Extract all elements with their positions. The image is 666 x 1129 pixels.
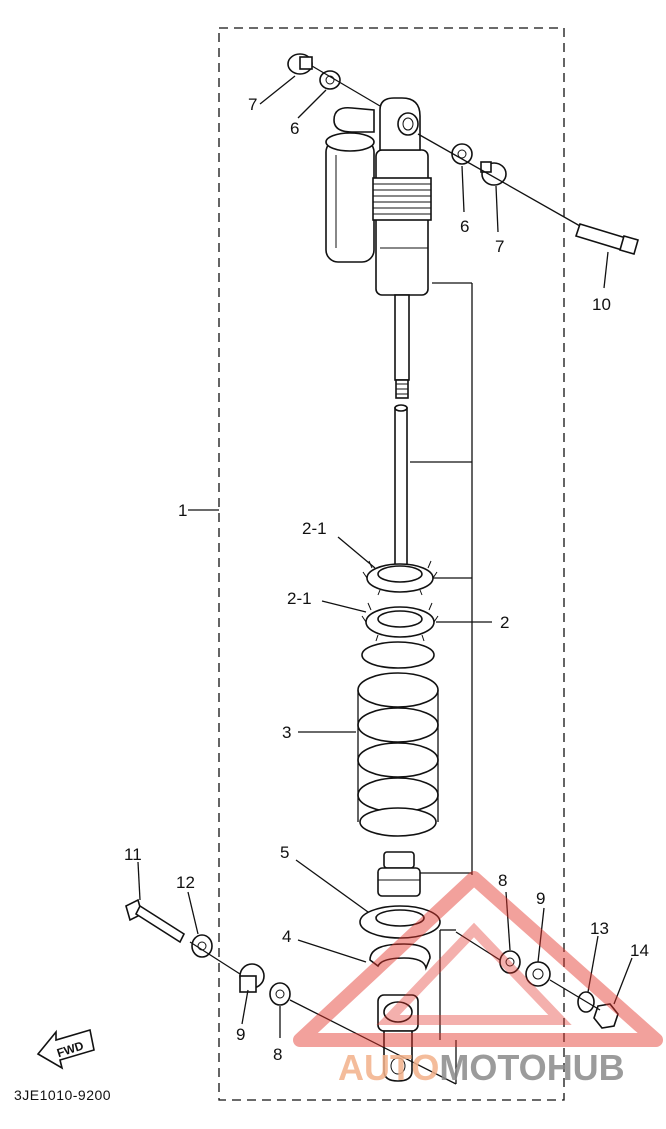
- assembly-boundary: [218, 27, 565, 1101]
- diagram-code: 3JE1010-9200: [14, 1087, 111, 1103]
- label-3: 3: [282, 723, 291, 742]
- label-6-right: 6: [460, 217, 469, 236]
- collar-9-left: [239, 963, 265, 993]
- label-14: 14: [630, 941, 649, 960]
- group-bracket: [410, 282, 473, 875]
- label-13: 13: [590, 919, 609, 938]
- collar-7-right: [480, 161, 507, 186]
- label-9-right: 9: [536, 889, 545, 908]
- bump-stopper: [377, 851, 421, 897]
- label-1: 1: [178, 501, 187, 520]
- label-5: 5: [280, 843, 289, 862]
- label-2-1-lower: 2-1: [287, 589, 312, 608]
- label-6-left: 6: [290, 119, 299, 138]
- adjuster-nut-upper: [362, 560, 438, 596]
- spring-seat: [359, 905, 441, 939]
- label-9-left: 9: [236, 1025, 245, 1044]
- bushing-8-left: [269, 982, 291, 1006]
- callout-leaders: [137, 75, 633, 1038]
- axis-lines: [189, 65, 601, 1085]
- collar-7-left: [287, 53, 313, 75]
- lower-clevis: [377, 994, 419, 1082]
- bolt-11: [125, 898, 186, 944]
- label-8-right: 8: [498, 871, 507, 890]
- watermark-hub: HUB: [547, 1047, 625, 1088]
- adjuster-nut-lower: [361, 602, 439, 642]
- bushing-6-left: [319, 70, 341, 90]
- shock-reservoir: [325, 106, 375, 263]
- label-10: 10: [592, 295, 611, 314]
- svg-text:AUTOMOTOHUB: AUTOMOTOHUB: [338, 1047, 625, 1088]
- stopper-ring: [369, 943, 431, 971]
- forward-arrow-icon: FWD: [36, 1028, 95, 1070]
- label-7-left: 7: [248, 95, 257, 114]
- damper-rod-lower: [394, 404, 408, 569]
- label-12: 12: [176, 873, 195, 892]
- watermark-auto: AUTO: [338, 1047, 439, 1088]
- watermark-logo: AUTOMOTOHUB: [293, 871, 663, 1088]
- bushing-8-right: [499, 950, 521, 974]
- label-8-left: 8: [273, 1045, 282, 1064]
- bolt-10: [574, 223, 639, 255]
- label-7-right: 7: [495, 237, 504, 256]
- label-2-1-upper: 2-1: [302, 519, 327, 538]
- label-11: 11: [124, 845, 142, 864]
- label-4: 4: [282, 927, 291, 946]
- washer-12: [191, 934, 213, 958]
- piston-rod: [394, 294, 410, 399]
- coil-spring: [357, 641, 439, 837]
- watermark-moto: MOTO: [439, 1047, 546, 1088]
- shock-upper-body: [372, 97, 432, 296]
- bushing-6-right: [451, 143, 473, 165]
- label-2: 2: [500, 613, 509, 632]
